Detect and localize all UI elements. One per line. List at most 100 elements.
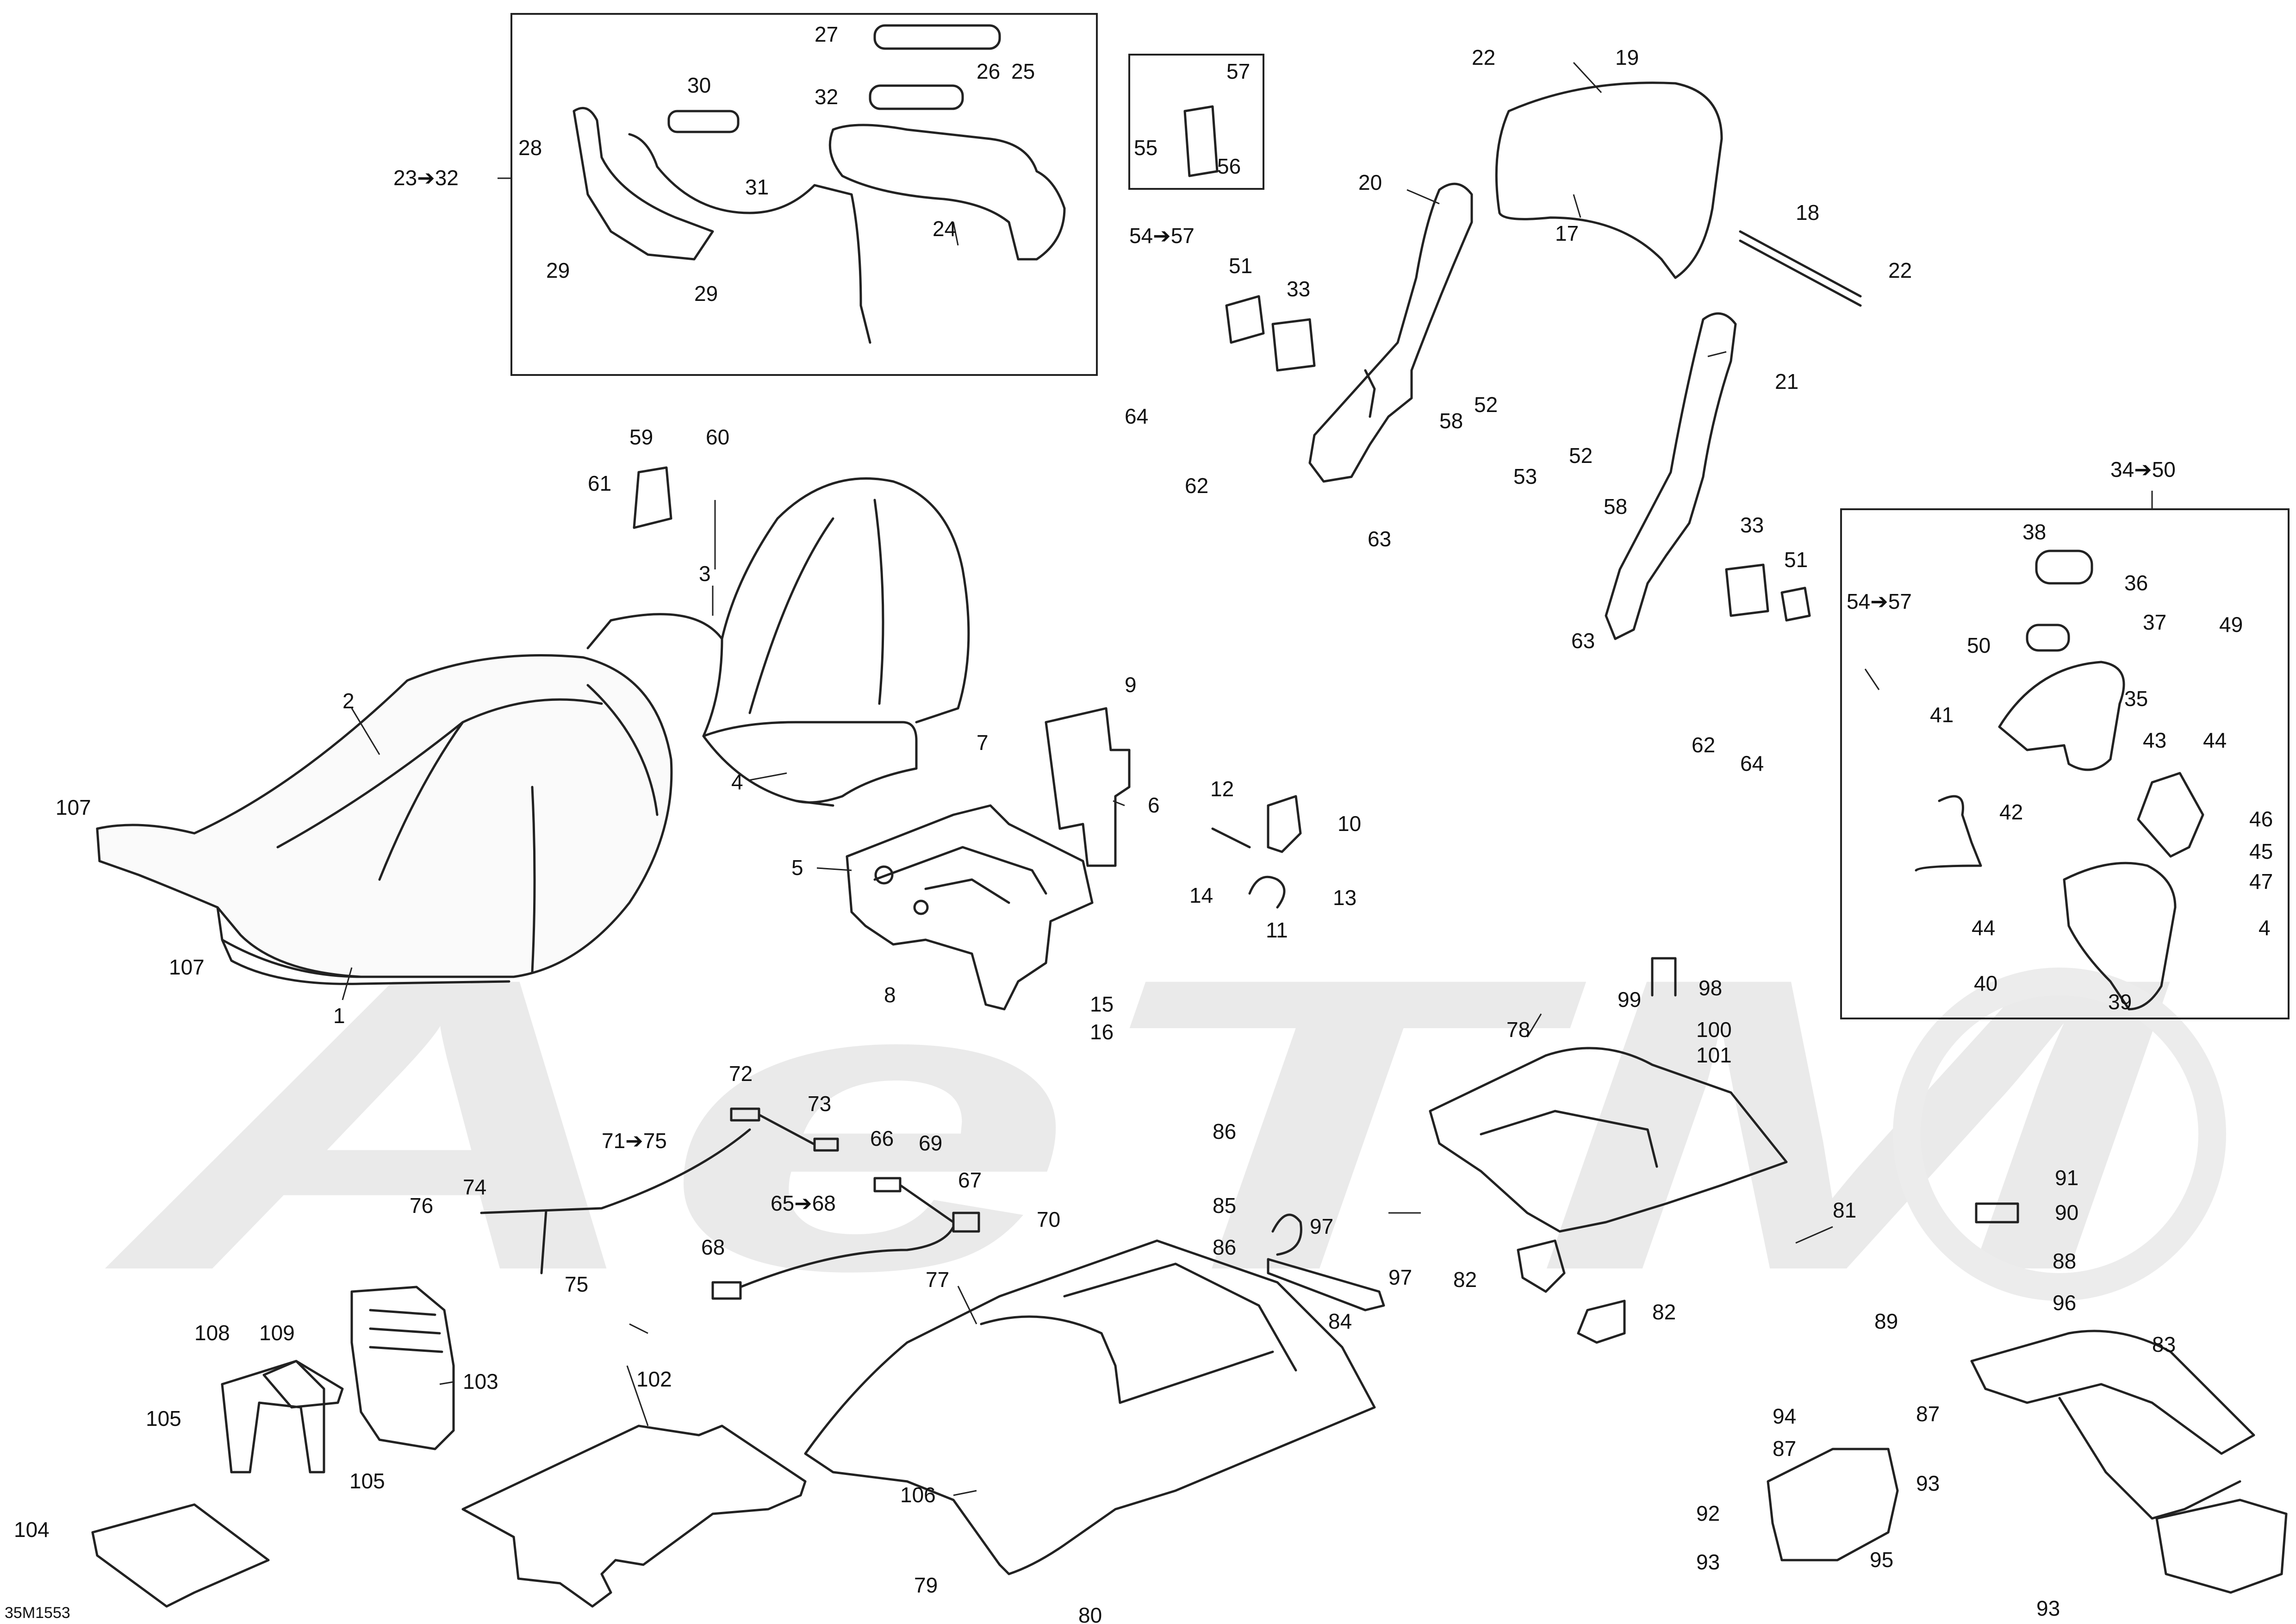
- callout-43: 43: [2143, 728, 2166, 752]
- callout-62a: 62: [1185, 474, 1208, 498]
- callout-54-57b: 54➔57: [1847, 589, 1912, 613]
- callout-64b: 64: [1740, 751, 1764, 775]
- callout-91: 91: [2055, 1166, 2078, 1190]
- callout-69: 69: [919, 1131, 942, 1155]
- callout-51a: 51: [1229, 254, 1252, 278]
- guard-82a: [1517, 1239, 1566, 1293]
- callout-75: 75: [565, 1272, 588, 1296]
- callout-39: 39: [2108, 990, 2132, 1014]
- callout-98: 98: [1699, 976, 1722, 1000]
- callout-15: 15: [1090, 992, 1114, 1016]
- callout-108: 108: [194, 1321, 230, 1345]
- bolt-12: [1211, 827, 1251, 849]
- callout-77: 77: [926, 1268, 949, 1292]
- callout-61: 61: [588, 471, 611, 495]
- callout-105b: 105: [349, 1469, 385, 1493]
- pad-90: [1975, 1202, 2019, 1224]
- panel-55: [1183, 105, 1219, 177]
- callout-65-68: 65➔68: [771, 1191, 836, 1215]
- callout-64a: 64: [1125, 404, 1148, 428]
- callout-52b: 52: [1569, 443, 1593, 468]
- callout-87a: 87: [1916, 1402, 1940, 1426]
- callout-81: 81: [1833, 1198, 1856, 1222]
- spring-11: [1248, 875, 1286, 909]
- callout-79: 79: [914, 1573, 938, 1597]
- callout-16: 16: [1090, 1020, 1114, 1044]
- callout-19: 19: [1615, 45, 1639, 69]
- callout-68: 68: [701, 1235, 725, 1259]
- callout-90: 90: [2055, 1200, 2078, 1224]
- callout-38: 38: [2022, 520, 2046, 544]
- callout-62b: 62: [1692, 733, 1715, 757]
- callout-76: 76: [410, 1193, 433, 1218]
- parts: [91, 24, 2288, 1608]
- callout-97b: 97: [1388, 1265, 1412, 1289]
- callout-70: 70: [1037, 1207, 1060, 1231]
- kit-box-54-57: [1128, 54, 1264, 190]
- block-33b: [1725, 563, 1769, 617]
- callout-7: 7: [977, 731, 989, 755]
- callout-2: 2: [342, 689, 355, 713]
- callout-73: 73: [808, 1092, 831, 1116]
- callout-97a: 97: [1310, 1214, 1333, 1238]
- u-bolt-98: [1651, 957, 1677, 997]
- callout-23-32: 23➔32: [393, 166, 459, 190]
- carrier-78: [1429, 1047, 1788, 1233]
- callout-42: 42: [1999, 800, 2023, 824]
- leader-lines: [342, 62, 1880, 1496]
- callout-99: 99: [1618, 987, 1641, 1012]
- block-33a: [1271, 318, 1316, 372]
- storage-77: [804, 1239, 1376, 1575]
- callout-52a: 52: [1474, 393, 1498, 417]
- frame-bracket: [846, 804, 1094, 1011]
- callout-12: 12: [1210, 777, 1234, 801]
- callout-34-50: 34➔50: [2110, 457, 2176, 481]
- strap-84: [1267, 1258, 1385, 1312]
- callout-24: 24: [933, 217, 956, 241]
- callout-1: 1: [333, 1004, 345, 1028]
- callout-22b: 22: [1888, 258, 1912, 282]
- callout-17: 17: [1555, 221, 1579, 245]
- callout-21: 21: [1775, 369, 1798, 394]
- seat: [96, 477, 970, 985]
- callout-50: 50: [1967, 633, 1991, 657]
- liner-102: [461, 1424, 807, 1608]
- callout-72: 72: [729, 1062, 753, 1086]
- callout-18: 18: [1796, 200, 1819, 225]
- callout-63b: 63: [1571, 629, 1595, 653]
- bracket-108: [221, 1360, 325, 1474]
- callout-96: 96: [2053, 1291, 2076, 1315]
- callout-4: 4: [731, 770, 743, 794]
- callout-36: 36: [2124, 571, 2148, 595]
- callout-45: 45: [2249, 839, 2273, 863]
- callout-13: 13: [1333, 886, 1356, 910]
- callout-87b: 87: [1773, 1437, 1796, 1461]
- callout-82a: 82: [1453, 1268, 1477, 1292]
- callout-29a: 29: [546, 258, 570, 282]
- callout-80: 80: [1078, 1603, 1102, 1624]
- callout-106: 106: [900, 1483, 936, 1507]
- pad-50: [2026, 624, 2070, 652]
- loop-85: [1271, 1213, 1302, 1256]
- callout-8: 8: [884, 983, 896, 1007]
- callout-27: 27: [815, 22, 838, 46]
- armrest-24: [828, 124, 1066, 261]
- callout-40: 40: [1974, 971, 1997, 995]
- callout-67: 67: [958, 1168, 982, 1192]
- backrest-19: [1495, 81, 1723, 279]
- kit-box-23-32: [510, 13, 1098, 376]
- callout-95: 95: [1870, 1548, 1893, 1572]
- wire-42: [1915, 795, 1982, 872]
- callout-32: 32: [815, 85, 838, 109]
- pad-51a: [1225, 295, 1265, 344]
- callout-66: 66: [870, 1126, 894, 1150]
- callout-53: 53: [1513, 464, 1537, 488]
- block-59: [633, 466, 672, 529]
- callout-102: 102: [636, 1367, 672, 1391]
- callout-100: 100: [1696, 1018, 1732, 1042]
- callout-44b: 44: [1972, 916, 1995, 940]
- callout-41: 41: [1930, 703, 1954, 727]
- plate-6: [1045, 707, 1131, 867]
- bracket-43: [2137, 772, 2204, 858]
